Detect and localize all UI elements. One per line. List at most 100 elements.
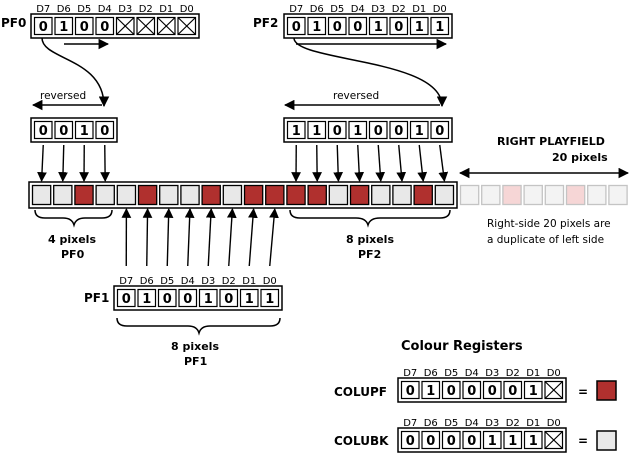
pf1-caption-name: PF1 [184,355,207,368]
pf2-bit-value: 0 [394,20,403,35]
pf2-reversed-bit-value: 0 [333,124,342,139]
pf2-pixel-arrow [337,145,338,181]
pf0-reversed-bit-value: 1 [80,124,89,139]
pf2-pixel-arrow [440,145,445,181]
colubk-bit-value: 1 [488,434,497,449]
pf2-pixel-arrow [399,145,402,181]
playfield-pixel [96,186,114,205]
colubk-swatch [597,431,616,450]
playfield-pixel [223,186,241,205]
colubk-bit-value: 0 [467,434,476,449]
colupf-swatch [597,381,616,400]
colubk-equals: = [578,434,588,448]
playfield-pixel [75,186,93,205]
colubk-bit-value: 1 [508,434,517,449]
right-playfield-pixel [609,186,627,205]
pf1-caption-count: 8 pixels [171,340,219,353]
playfield-pixel [393,186,411,205]
pf1-bit-value: 0 [183,292,192,307]
pf1-pixel-arrow [188,209,190,266]
mapping-arrows [42,145,445,266]
pf2-caption-count: 8 pixels [346,233,394,246]
pf1-bit-value: 1 [245,292,254,307]
playfield-pixel [33,186,51,205]
pf2-pixel-arrow [419,145,423,181]
playfield-pixel [329,186,347,205]
colupf-bit-value: 0 [508,384,517,399]
pf0-bit-value: 0 [80,20,89,35]
pf1-brace [117,318,280,333]
colubk-bit-value: 1 [529,434,538,449]
pf2-reversed-bit-value: 0 [374,124,383,139]
pf1-bit-value: 0 [224,292,233,307]
right-playfield-strip [461,186,628,205]
pf0-caption-count: 4 pixels [48,233,96,246]
colupf-equals: = [578,385,588,399]
playfield-pixel [245,186,263,205]
right-playfield-pixel [588,186,606,205]
right-playfield-pixel [503,186,521,205]
playfield-pixel [54,186,72,205]
right-playfield-pixel [482,186,500,205]
pf2-bit-value: 0 [353,20,362,35]
pf2-reversed-bit-value: 1 [312,124,321,139]
pf0-bit-value: 0 [39,20,48,35]
pf1-pixel-arrow [167,209,169,266]
playfield-pixel [435,186,453,205]
colubk-name: COLUBK [334,434,389,448]
pf2-bit-value: 1 [312,20,321,35]
colupf-bit-value: 0 [488,384,497,399]
colubk-bit-value: 0 [426,434,435,449]
right-playfield-pixel [567,186,585,205]
playfield-pixel [181,186,199,205]
colubk-bit-value: 0 [406,434,415,449]
pf2-bit-value: 1 [415,20,424,35]
playfield-pixel [372,186,390,205]
right-playfield-count: 20 pixels [552,151,608,164]
colupf-bit-value: 0 [447,384,456,399]
right-playfield-pixel [461,186,479,205]
pf1-bit-value: 1 [265,292,274,307]
playfield-pixel [202,186,220,205]
pf1-pixel-arrow [249,209,253,266]
pf0-pixel-arrow [42,145,44,181]
pf2-bit-value: 0 [333,20,342,35]
pf1-bit-value: 0 [122,292,131,307]
pf1-bit-value: 1 [204,292,213,307]
colupf-bit-value: 0 [406,384,415,399]
pf0-reversed-bit-value: 0 [39,124,48,139]
playfield-pixel [308,186,326,205]
colupf-bit-value: 0 [467,384,476,399]
pf0-bit-value: 0 [100,20,109,35]
colubk-bit-value: 0 [447,434,456,449]
pf1-pixel-arrow [208,209,211,266]
pf2-name: PF2 [253,16,278,30]
pf2-reversed-bit-value: 1 [353,124,362,139]
right-playfield-note-1: Right-side 20 pixels are [487,218,611,230]
pf2-reversed-bit-value: 1 [415,124,424,139]
pf0-name: PF0 [1,16,26,30]
pf0-reversed-label: reversed [40,90,86,102]
pf2-pixel-arrow [378,145,381,181]
left-playfield-strip [29,182,457,208]
pf2-caption-name: PF2 [358,248,381,261]
pf2-bit-value: 0 [292,20,301,35]
playfield-pixel [139,186,157,205]
colupf-name: COLUPF [334,385,387,399]
right-playfield-title: RIGHT PLAYFIELD [497,135,605,148]
playfield-pixel [351,186,369,205]
colour-registers-title: Colour Registers [401,339,523,354]
playfield-pixel [414,186,432,205]
pf2-reversed-bit-value: 1 [292,124,301,139]
pf2-brace [290,210,450,225]
pf1-pixel-arrow [270,209,275,266]
pf0-pixel-arrow [63,145,64,181]
pf1-pixel-arrow [229,209,233,266]
